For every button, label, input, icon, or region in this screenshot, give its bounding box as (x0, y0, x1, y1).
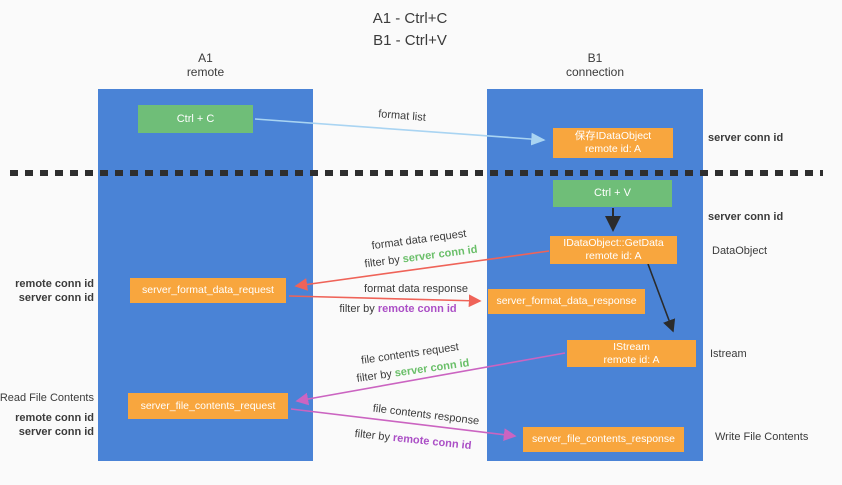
filter-by-text: filter by (355, 368, 393, 385)
label-file-contents-response: file contents response (372, 402, 480, 428)
node-save-idataobject-line2: remote id: A (584, 143, 642, 155)
node-server-format-data-request: server_format_data_request (130, 278, 286, 303)
node-istream-line2: remote id: A (603, 353, 660, 366)
right-label-dataobject: DataObject (712, 245, 768, 257)
node-server-format-data-response: server_format_data_response (488, 289, 645, 314)
arrow-format-data-response (288, 294, 482, 308)
diagram-title: A1 - Ctrl+C B1 - Ctrl+V (373, 8, 448, 52)
node-server-file-contents-response: server_file_contents_response (523, 427, 684, 452)
node-save-idataobject-line1: 保存IDataObject (574, 130, 652, 142)
remote-conn-id-text: remote conn id (392, 431, 472, 453)
title-line-1: A1 - Ctrl+C (372, 10, 448, 27)
right-label-write-file-contents: Write File Contents (715, 431, 809, 443)
filter-by-text: filter by (354, 427, 391, 444)
node-server-file-contents-request-label: server_file_contents_request (140, 399, 276, 412)
node-idataobject-getdata: IDataObject::GetData remote id: A (550, 236, 677, 264)
left-label-server-conn-id-2: server conn id (18, 426, 94, 438)
filter-by-text: filter by (363, 253, 401, 271)
right-label-server-conn-id-mid: server conn id (708, 211, 784, 223)
label-format-list: format list (377, 108, 427, 124)
column-a-id: A1 (198, 51, 213, 65)
left-label-read-file-contents: Read File Contents (0, 392, 94, 404)
node-idataobject-getdata-line2: remote id: A (585, 250, 642, 262)
node-save-idataobject: 保存IDataObject remote id: A (553, 128, 673, 158)
node-ctrl-c: Ctrl + C (138, 105, 253, 133)
node-idataobject-getdata-line1: IDataObject::GetData (563, 237, 664, 249)
node-ctrl-c-label: Ctrl + C (176, 112, 215, 125)
left-label-remote-conn-id-2: remote conn id (15, 412, 94, 424)
label-format-data-response: format data response (364, 283, 468, 295)
column-b-header: B1 connection (487, 51, 703, 79)
node-istream-line1: IStream (613, 340, 650, 353)
remote-conn-id-text: remote conn id (377, 303, 457, 315)
node-istream: IStream remote id: A (567, 340, 696, 367)
node-server-file-contents-request: server_file_contents_request (128, 393, 288, 419)
node-ctrl-v-label: Ctrl + V (594, 187, 631, 199)
node-server-format-data-response-label: server_format_data_response (496, 295, 637, 307)
node-server-format-data-request-label: server_format_data_request (142, 284, 274, 296)
filter-by-text: filter by (339, 303, 375, 315)
node-ctrl-v: Ctrl + V (553, 180, 672, 207)
right-label-server-conn-id-top: server conn id (708, 132, 784, 144)
left-label-server-conn-id-1: server conn id (18, 292, 94, 304)
right-label-istream: Istream (710, 348, 747, 360)
column-a-header: A1 remote (98, 51, 313, 79)
column-a-role: remote (186, 65, 225, 79)
session-divider-dotted-line (10, 170, 823, 176)
title-line-2: B1 - Ctrl+V (373, 32, 447, 49)
node-server-file-contents-response-label: server_file_contents_response (531, 433, 675, 445)
server-conn-id-text: server conn id (402, 243, 479, 266)
left-label-remote-conn-id-1: remote conn id (15, 278, 94, 290)
column-b-id: B1 (587, 51, 603, 65)
column-b-role: connection (565, 65, 625, 79)
